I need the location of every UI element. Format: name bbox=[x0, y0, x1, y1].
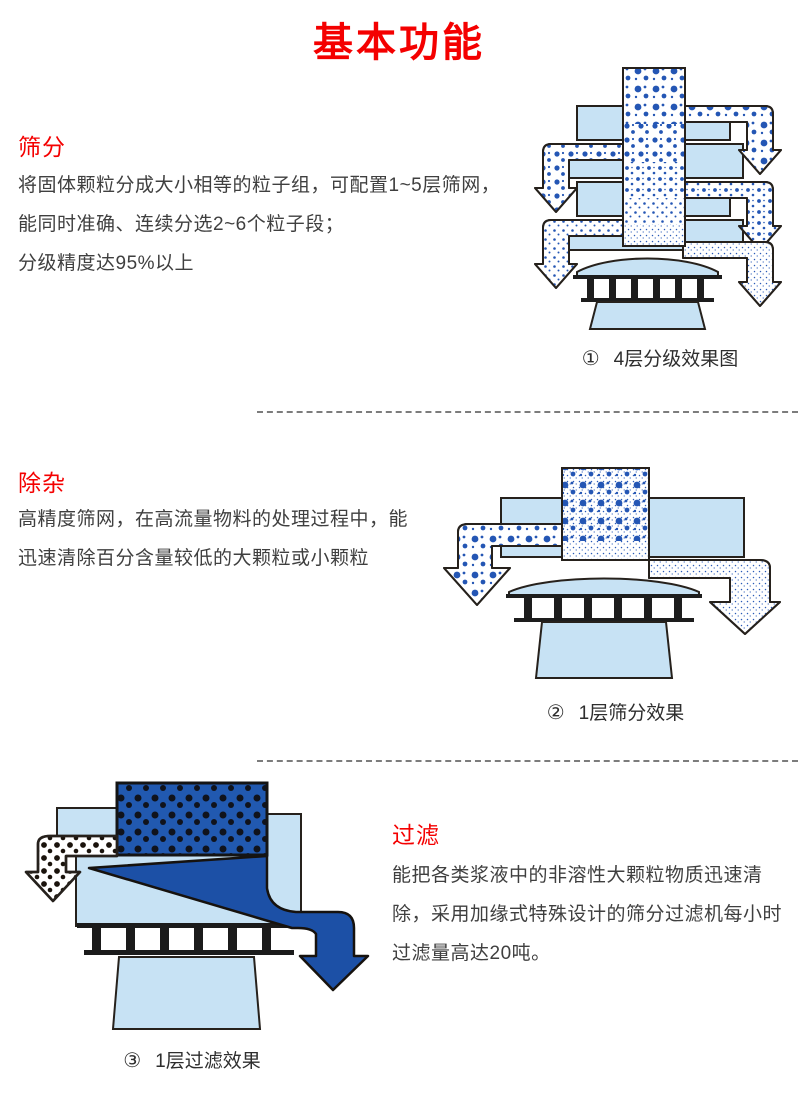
text-line: 高精度筛网，在高流量物料的处理过程中，能 bbox=[18, 509, 409, 530]
small-outlet-arrow-right-icon bbox=[682, 181, 782, 251]
section-text-filtering: 能把各类浆液中的非溶性大颗粒物质迅速清 除，采用加缘式特殊设计的筛分过滤机每小时… bbox=[392, 856, 782, 973]
vibration-springs bbox=[92, 926, 271, 952]
caption-number: ② bbox=[546, 702, 565, 724]
fines-outlet-arrow-right-icon bbox=[682, 241, 782, 307]
diagram-4-layer-classifier bbox=[524, 66, 796, 336]
medium-outlet-arrow-left-icon bbox=[534, 143, 634, 213]
caption-text: 1层过滤效果 bbox=[155, 1051, 261, 1072]
slurry-flow-arrow-icon bbox=[87, 854, 370, 992]
section-heading-sieving: 筛分 bbox=[18, 134, 66, 160]
machine-base bbox=[573, 257, 722, 330]
caption-text: 4层分级效果图 bbox=[613, 349, 739, 370]
caption-text: 1层筛分效果 bbox=[578, 703, 685, 724]
text-line: 迅速清除百分含量较低的大颗粒或小颗粒 bbox=[18, 548, 370, 569]
solids-outlet-arrow-left-icon bbox=[24, 834, 119, 903]
feed-column bbox=[622, 67, 686, 247]
caption-diagram-3: ③ 1层过滤效果 bbox=[14, 1046, 370, 1073]
outlet-arrows bbox=[534, 105, 782, 307]
classifier-illustration bbox=[534, 67, 782, 330]
text-line: 除，采用加缘式特殊设计的筛分过滤机每小时 bbox=[392, 904, 783, 925]
page-title: 基本功能 bbox=[313, 21, 485, 65]
feed-column bbox=[561, 467, 650, 561]
caption-diagram-2: ② 1层筛分效果 bbox=[433, 698, 798, 725]
section-text-sieving: 将固体颗粒分成大小相等的粒子组，可配置1~5层筛网， 能同时准确、连续分选2~6… bbox=[18, 166, 500, 283]
text-line: 分级精度达95%以上 bbox=[18, 253, 195, 274]
machine-base bbox=[506, 577, 702, 679]
slurry-feed-chamber bbox=[115, 781, 269, 857]
vibration-springs bbox=[587, 278, 704, 300]
dashed-divider bbox=[257, 411, 798, 413]
text-line: 过滤量高达20吨。 bbox=[392, 943, 551, 964]
dashed-divider bbox=[257, 760, 798, 762]
filtering-illustration bbox=[24, 781, 370, 1030]
caption-number: ③ bbox=[123, 1050, 142, 1072]
diagram-1-layer-filtering bbox=[14, 776, 370, 1038]
section-heading-impurity-removal: 除杂 bbox=[18, 470, 66, 496]
coarse-outlet-arrow-left-icon bbox=[443, 523, 565, 606]
fines-outlet-arrow-right-icon bbox=[648, 559, 781, 635]
sieving-illustration bbox=[443, 467, 781, 679]
coarse-outlet-arrow-right-icon bbox=[682, 105, 782, 175]
xsmall-outlet-arrow-left-icon bbox=[534, 219, 634, 289]
text-line: 能同时准确、连续分选2~6个粒子段； bbox=[18, 214, 345, 235]
diagram-1-layer-sieving bbox=[433, 462, 798, 694]
section-text-impurity-removal: 高精度筛网，在高流量物料的处理过程中，能 迅速清除百分含量较低的大颗粒或小颗粒 bbox=[18, 500, 408, 578]
vibration-springs bbox=[524, 597, 682, 620]
text-line: 能把各类浆液中的非溶性大颗粒物质迅速清 bbox=[392, 865, 763, 886]
caption-number: ① bbox=[581, 348, 600, 370]
text-line: 将固体颗粒分成大小相等的粒子组，可配置1~5层筛网， bbox=[18, 175, 501, 196]
caption-diagram-1: ① 4层分级效果图 bbox=[524, 344, 796, 371]
section-heading-filtering: 过滤 bbox=[392, 822, 440, 848]
machine-base bbox=[77, 923, 301, 1030]
